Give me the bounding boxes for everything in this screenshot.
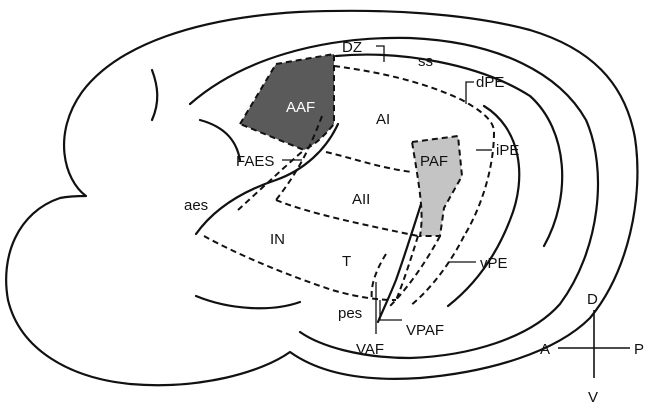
ai-aii-border [325, 151, 413, 173]
dpe-label: dPE [476, 74, 504, 91]
posterior-ectosylvian-sulcus [376, 180, 430, 324]
dz-label: DZ [342, 39, 362, 56]
vaf-label: VAF [356, 341, 384, 358]
pes-label: pes [338, 305, 362, 322]
t-aii-border [395, 235, 419, 301]
dz-leader [376, 45, 385, 62]
orientation-compass: D V A P [540, 291, 644, 406]
vpe-label: vPE [480, 255, 508, 272]
temporal-contour [194, 294, 302, 310]
vpaf-leader [379, 300, 402, 321]
ipe-vpe-border [409, 235, 465, 307]
faes-border [237, 149, 305, 211]
inner-gyrus-line [150, 68, 159, 122]
aes-label: aes [184, 197, 208, 214]
paf-border [410, 134, 464, 237]
compass-posterior-label: P [634, 341, 644, 358]
middle-gyrus-line [334, 53, 564, 248]
compass-anterior-label: A [540, 341, 550, 358]
aaf-region [240, 54, 334, 150]
suprasylvian-sulcus [446, 104, 521, 308]
faes-label: FAES [236, 153, 274, 170]
dpe-leader [465, 81, 474, 104]
aaf-label: AAF [286, 99, 315, 116]
brain-outline [5, 9, 639, 387]
t-label: T [342, 253, 351, 270]
in-label: IN [270, 231, 285, 248]
aii-in-border [275, 199, 419, 237]
ai-dorsal-border [333, 65, 495, 133]
paf-region [412, 136, 462, 236]
compass-dorsal-label: D [587, 291, 598, 308]
dpe-ipe-border [463, 131, 495, 237]
ai-label: AI [376, 111, 390, 128]
paf-label: PAF [420, 153, 448, 170]
compass-ventral-label: V [588, 389, 598, 406]
ipe-label: iPE [496, 142, 519, 159]
aaf-border [238, 52, 335, 152]
outer-gyrus-line [188, 36, 600, 360]
aaf-aii-border [275, 115, 323, 201]
in-lower-border [203, 235, 397, 301]
anterior-ectosylvian-sulcus [194, 122, 340, 236]
vpaf-border [389, 235, 441, 307]
vpaf-label: VPAF [406, 322, 444, 339]
vaf-border [370, 253, 387, 301]
ss-label: ss [418, 53, 433, 70]
aii-label: AII [352, 191, 370, 208]
frontal-sulcus [198, 118, 242, 162]
